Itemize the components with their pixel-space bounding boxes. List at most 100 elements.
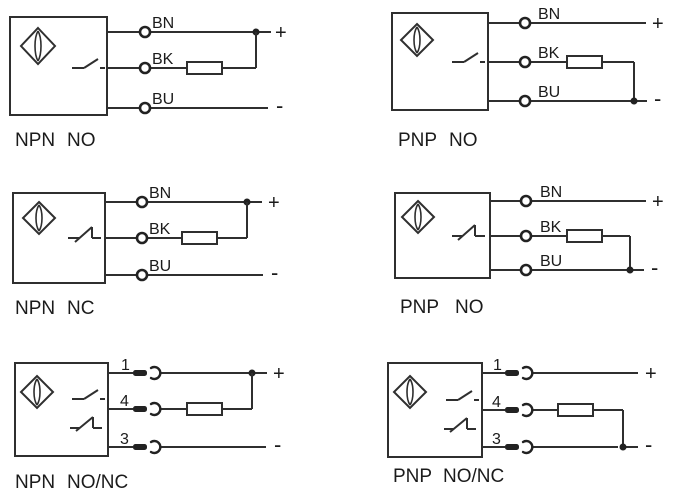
nc-contact-icon (68, 226, 101, 243)
wire-4: 4 (482, 394, 624, 447)
connector-pin-icon (133, 444, 147, 450)
wire-bn: BN + (107, 15, 287, 44)
terminal-circle (518, 55, 532, 69)
proximity-sensor-icon (399, 22, 435, 58)
terminal-circle (135, 195, 149, 209)
connector-pin-icon (505, 407, 519, 413)
caption-mode: NO/NC (443, 466, 504, 487)
terminal-circle (138, 61, 152, 75)
wire-label: BK (540, 219, 562, 236)
diagram-pnp-nonc: 1 + 4 3 - PNP NO/NC (387, 357, 657, 487)
plus-label: + (275, 22, 287, 44)
wire-bk: BK (105, 202, 248, 245)
sensor-box (9, 16, 108, 116)
plus-label: + (652, 13, 664, 35)
diagram-pnp-no: BN + BK BU - PNP NO (391, 6, 664, 151)
terminal-circle (138, 101, 152, 115)
connector-socket-icon (149, 401, 162, 417)
junction-dot (626, 266, 634, 274)
junction-dot (630, 97, 638, 105)
minus-label: - (276, 93, 283, 118)
proximity-sensor-icon (400, 199, 436, 235)
diagram-npn-nc: BN + BK BU - NPN NC (12, 185, 280, 319)
caption-type: NPN (15, 130, 55, 151)
plus-label: + (273, 363, 285, 385)
wire-bu: BU - (105, 258, 278, 285)
wire-label: BN (540, 184, 562, 201)
proximity-sensor-icon (21, 200, 57, 236)
resistor (566, 229, 603, 243)
resistor (566, 55, 603, 69)
terminal-circle (519, 263, 533, 277)
wire-4: 4 (108, 373, 253, 417)
wire-bu: BU - (488, 84, 661, 111)
wire-bu: BU - (490, 253, 658, 280)
caption-type: PNP (400, 297, 439, 318)
nc-contact-icon (452, 224, 485, 241)
nc-contact-icon (70, 416, 102, 432)
wire-label: 4 (492, 394, 501, 411)
terminal-circle (518, 94, 532, 108)
minus-label: - (271, 260, 278, 285)
resistor (181, 231, 218, 245)
wire-label: BN (149, 185, 171, 202)
minus-label: - (651, 255, 658, 280)
wire-1: 1 + (482, 357, 657, 385)
wire-label: 3 (492, 431, 501, 448)
terminal-circle (135, 268, 149, 282)
terminal-circle (135, 231, 149, 245)
connector-pin-icon (133, 406, 147, 412)
wire-bn: BN + (105, 185, 280, 214)
wire-bn: BN + (490, 184, 664, 213)
minus-label: - (274, 432, 281, 457)
sensor-box (387, 362, 483, 458)
caption-type: NPN (15, 472, 55, 493)
nc-contact-icon (444, 417, 476, 433)
wire-label: BU (540, 253, 562, 270)
caption-type: PNP (393, 466, 432, 487)
caption-type: PNP (398, 130, 437, 151)
wire-bk: BK (107, 32, 257, 75)
wire-label: 1 (121, 357, 130, 374)
plus-label: + (268, 192, 280, 214)
no-contact-icon (72, 389, 105, 400)
wire-label: 1 (493, 357, 502, 374)
wire-bk: BK (490, 219, 631, 270)
terminal-circle (518, 16, 532, 30)
proximity-sensor-icon (19, 374, 55, 410)
connector-socket-icon (521, 439, 534, 455)
caption-mode: NC (67, 298, 94, 319)
wire-3: 3 - (108, 431, 281, 457)
wire-3: 3 - (482, 431, 652, 457)
resistor (557, 403, 594, 417)
plus-label: + (645, 363, 657, 385)
minus-label: - (654, 86, 661, 111)
connector-socket-icon (521, 402, 534, 418)
wire-label: BN (152, 15, 174, 32)
wire-bk: BK (488, 45, 635, 101)
wire-bu: BU - (107, 91, 283, 118)
wire-label: BU (149, 258, 171, 275)
caption-mode: NO (449, 130, 478, 151)
wire-1: 1 + (108, 357, 285, 385)
wire-label: BK (538, 45, 560, 62)
diagram-npn-nonc: 1 + 4 3 - NPN NO/NC (14, 357, 285, 493)
no-contact-icon (72, 58, 105, 69)
diagram-pnp-nc: BN + BK BU - PNP NO (394, 184, 664, 318)
caption-type: NPN (15, 298, 55, 319)
resistor (186, 402, 223, 416)
wire-label: BK (149, 221, 171, 238)
wire-label: BK (152, 51, 174, 68)
connector-pin-icon (133, 370, 147, 376)
proximity-sensor-icon (19, 26, 57, 66)
wire-label: 4 (120, 393, 129, 410)
resistor (186, 61, 223, 75)
sensor-box (391, 12, 489, 111)
wire-label: BU (152, 91, 174, 108)
proximity-sensor-icon (392, 374, 428, 410)
terminal-circle (519, 229, 533, 243)
caption-mode: NO (67, 130, 96, 151)
diagram-npn-no: BN + BK BU - NPN NO (9, 15, 287, 151)
